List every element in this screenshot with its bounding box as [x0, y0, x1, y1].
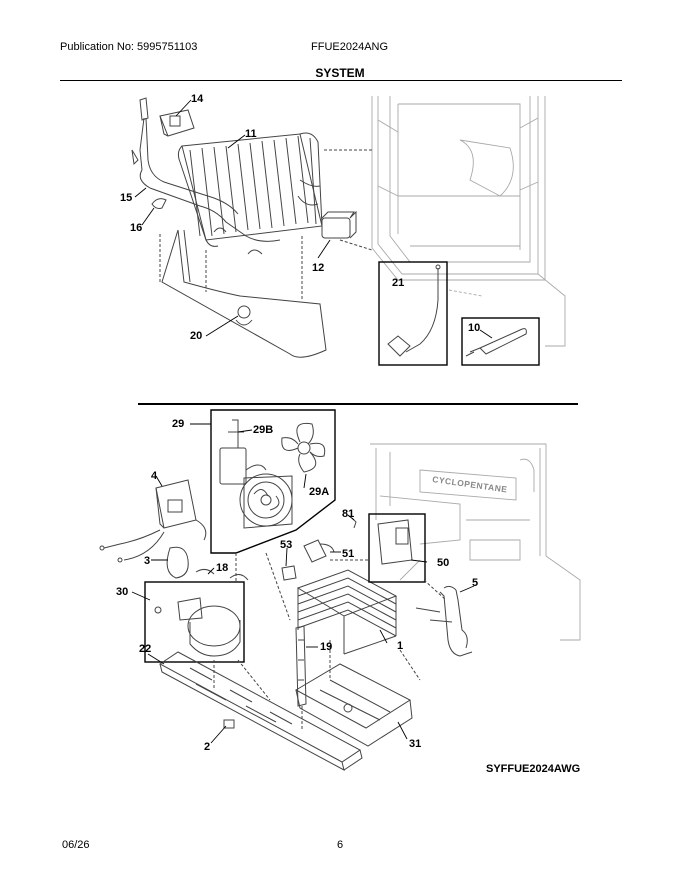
callout-50: 50: [437, 557, 449, 569]
diagram-reference: SYFFUE2024AWG: [486, 763, 581, 775]
callout-81: 81: [342, 508, 354, 520]
callout-19: 19: [320, 641, 332, 653]
assembly-guides-lower: [213, 552, 447, 730]
part-53: [281, 565, 297, 581]
defrost-timer-part-14: [139, 97, 195, 171]
tubing-part-15: [131, 149, 281, 242]
section-divider: [138, 403, 578, 405]
condenser-part-1: [296, 569, 398, 655]
leader-lines: [131, 99, 493, 744]
header-rule: [60, 80, 622, 81]
assembly-guides-upper: [159, 149, 373, 300]
footer-date: 06/26: [62, 839, 90, 851]
page-number: 6: [337, 839, 344, 851]
callout-31: 31: [409, 738, 421, 750]
callout-21: 21: [392, 277, 404, 289]
callout-numbers: 14 11 15 16 12 20 21 10 29 29B 29A 4 81 …: [116, 93, 480, 753]
callout-3: 3: [144, 555, 150, 567]
condenser-fan-box-29: [210, 409, 336, 554]
callout-30: 30: [116, 586, 128, 598]
drier-part-19: [295, 625, 307, 707]
callout-12: 12: [312, 262, 324, 274]
control-box-part-50: [368, 513, 426, 583]
callout-5: 5: [472, 577, 478, 589]
evaporator-part-11: [177, 132, 323, 247]
callout-29: 29: [172, 418, 184, 430]
clip-part-18: [195, 568, 249, 581]
callout-29b: 29B: [253, 424, 273, 436]
callout-14: 14: [191, 93, 204, 105]
base-pan-part-22: [159, 651, 363, 771]
callout-29a: 29A: [309, 486, 329, 498]
callout-1: 1: [397, 640, 403, 652]
callout-11: 11: [245, 128, 257, 140]
electrical-box-part-4: [99, 479, 207, 563]
section-title: SYSTEM: [315, 66, 365, 80]
harness-part-5: [415, 585, 473, 657]
callout-4: 4: [151, 470, 158, 482]
callout-22: 22: [139, 643, 151, 655]
callout-10: 10: [468, 322, 480, 334]
callout-18: 18: [216, 562, 228, 574]
model-number: FFUE2024ANG: [311, 41, 389, 53]
inset-box-10: [461, 317, 540, 366]
cabinet-label: CYCLOPENTANE: [432, 474, 508, 494]
inset-box-21: [378, 261, 448, 366]
cabinet-interior-upper: [371, 96, 566, 347]
callout-51: 51: [342, 548, 354, 560]
callout-15: 15: [120, 192, 132, 204]
cabinet-back-lower: [370, 443, 581, 641]
drain-pan-part-31: [294, 663, 413, 747]
callout-2: 2: [204, 741, 210, 753]
callout-16: 16: [130, 222, 142, 234]
drain-trough-part-20: [161, 227, 327, 358]
compressor-box-part-30: [144, 581, 245, 663]
valve-part-51: [303, 539, 335, 563]
publication-number: Publication No: 5995751103: [60, 41, 198, 53]
callout-20: 20: [190, 330, 202, 342]
clip-part-16: [151, 198, 167, 209]
callout-53: 53: [280, 539, 292, 551]
connector-part-12: [321, 210, 357, 239]
tube-loop-part-3: [166, 546, 189, 579]
